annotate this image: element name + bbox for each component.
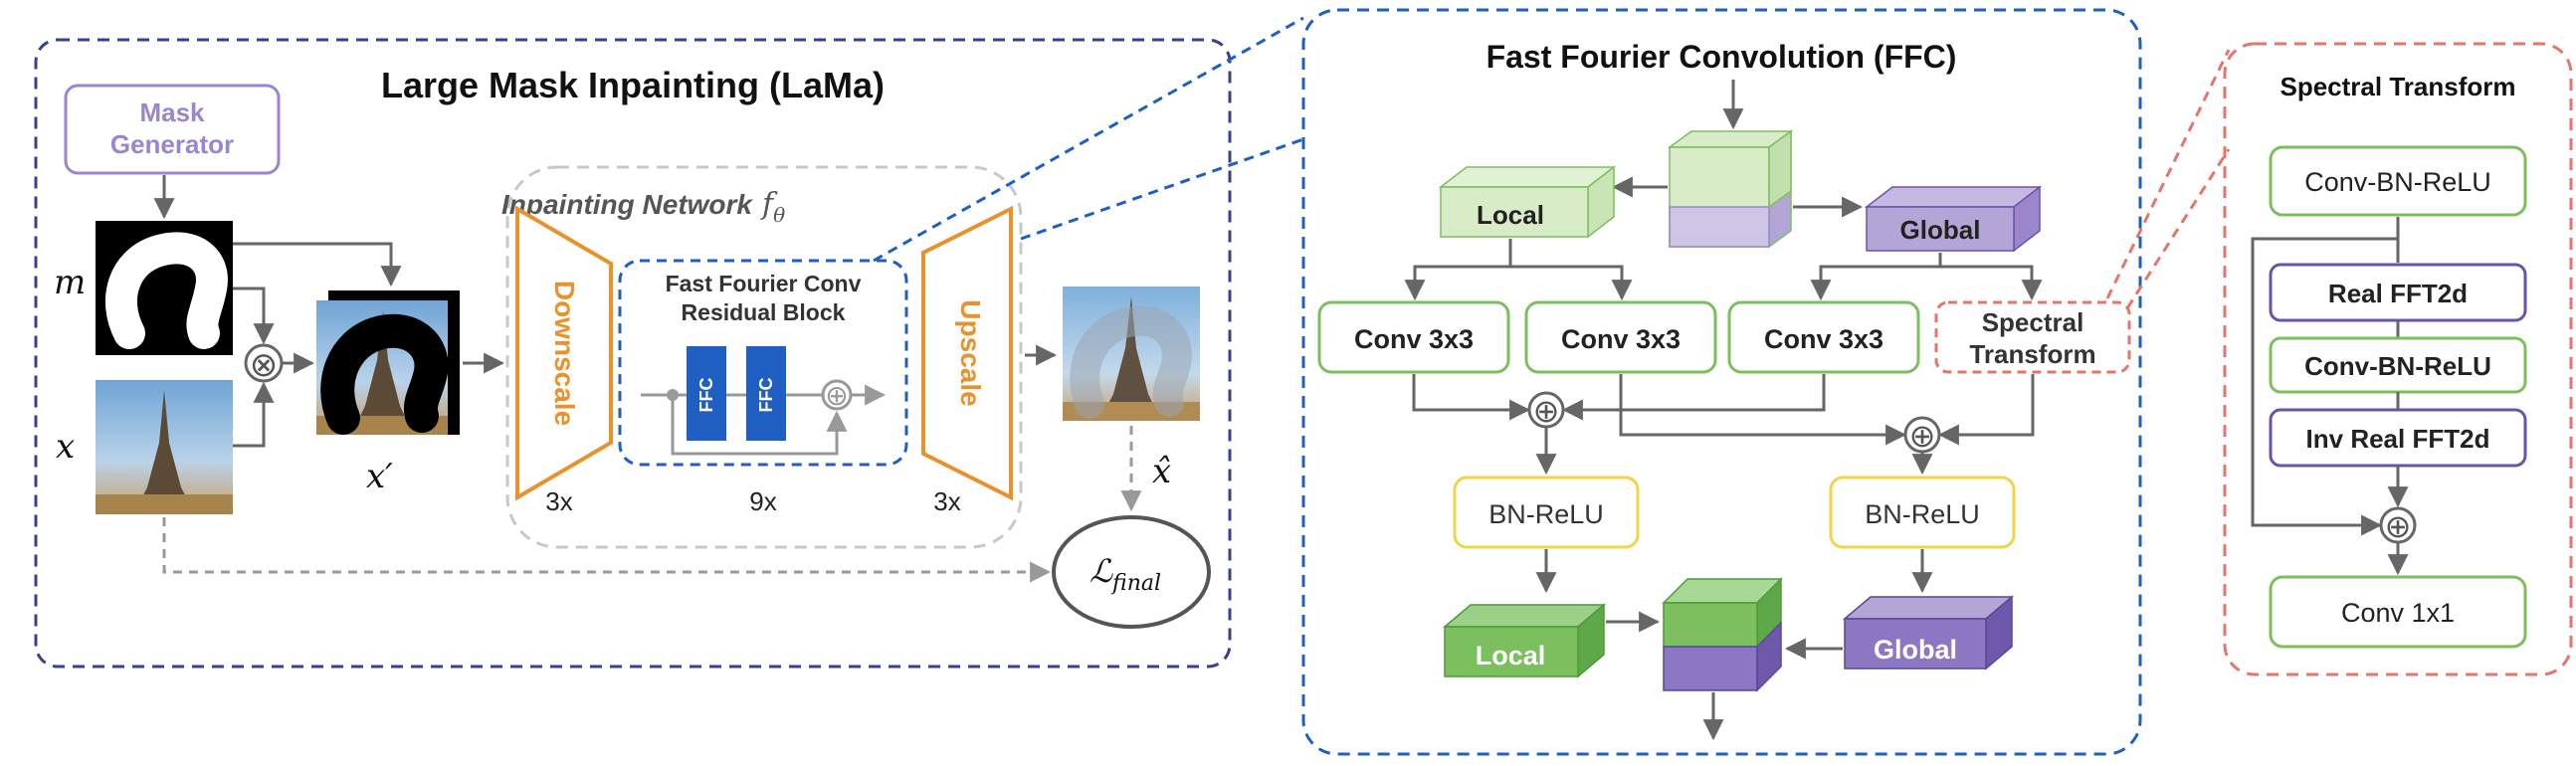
spectral-to-add-global — [1937, 374, 2035, 446]
resblock-add-symbol: ⊕ — [825, 380, 848, 411]
downscale-trapezoid — [515, 205, 613, 501]
inpainting-network-title: Inpainting Network — [501, 189, 753, 220]
ffc-panel: Fast Fourier Convolution (FFC) Local Glo… — [1301, 8, 2231, 756]
bn-relu-global-box — [1829, 476, 2016, 549]
upscale-count: 3x — [933, 486, 960, 516]
conv-box-3-label: Conv 3x3 — [1764, 324, 1883, 354]
spectral-transform-box — [1934, 300, 2131, 374]
conv-box-2-label: Conv 3x3 — [1561, 324, 1681, 354]
resblock-title-line2: Residual Block — [682, 299, 846, 325]
out-local-label: Local — [1476, 641, 1546, 670]
arrow-input-to-loss — [162, 517, 1052, 583]
output-x-hat-label: x̂ — [1152, 452, 1171, 491]
add-node-local — [1527, 391, 1565, 429]
masked-image — [316, 300, 449, 435]
local-label: Local — [1477, 200, 1544, 230]
spectral-add-symbol: ⊕ — [2385, 508, 2412, 544]
lama-panel: Large Mask Inpainting (LaMa) Mask Genera… — [34, 16, 1304, 669]
loss-node — [1052, 515, 1211, 629]
arrow-mask-to-multiply — [233, 287, 275, 345]
zoom-line-spectral-bottom — [2125, 148, 2231, 309]
local-split-lines — [1413, 265, 1624, 298]
conv-box-1-label: Conv 3x3 — [1354, 324, 1474, 354]
global-split-lines — [1819, 265, 2034, 298]
conv2-to-add-global — [1619, 374, 1907, 446]
add-node-global — [1903, 416, 1941, 454]
output-image — [1063, 287, 1200, 421]
ffc-title: Fast Fourier Convolution (FFC) — [1486, 39, 1957, 75]
global-label: Global — [1900, 215, 1981, 245]
zoom-line-resblock-bottom — [1020, 137, 1304, 241]
mask-stroke-shape — [105, 232, 228, 349]
downscale-count: 3x — [545, 486, 572, 516]
conv-box-1 — [1317, 300, 1510, 374]
conv1-to-add-local — [1412, 374, 1531, 421]
arrow-image-to-multiply — [233, 381, 275, 448]
upscale-trapezoid — [921, 205, 1013, 501]
resblock-skip-line — [671, 395, 848, 456]
spectral-skip-line — [2251, 237, 2398, 536]
arrow-mask-to-masked — [233, 242, 402, 287]
mask-generator-label-line1: Mask — [139, 97, 205, 127]
conv3-to-add-local — [1561, 374, 1826, 421]
inpainting-network-border — [505, 165, 1023, 549]
conv-1x1-box — [2269, 575, 2527, 649]
zoom-line-resblock-top — [873, 16, 1304, 263]
bn-relu-local-label: BN-ReLU — [1488, 499, 1604, 529]
ffc-output-tensor — [1662, 577, 1783, 692]
ffc-panel-border — [1301, 8, 2142, 756]
conv-bn-relu-box — [2269, 145, 2527, 217]
spectral-transform-label-line2: Transform — [1969, 339, 2095, 369]
add-node-global-symbol: ⊕ — [1909, 418, 1936, 454]
ffc-box-1 — [687, 346, 726, 441]
spectral-panel-border — [2223, 42, 2573, 676]
ffc-input-tensor — [1667, 129, 1794, 249]
mask-generator-box — [64, 84, 281, 175]
conv-1x1-label: Conv 1x1 — [2341, 598, 2455, 628]
real-fft-label: Real FFT2d — [2328, 279, 2468, 308]
resblock-title-line1: Fast Fourier Conv — [666, 271, 862, 296]
bn-relu-local-box — [1453, 476, 1640, 549]
input-image — [96, 380, 233, 514]
multiply-node — [244, 343, 284, 383]
add-node-local-symbol: ⊕ — [1533, 393, 1560, 429]
zoom-line-spectral-top — [2105, 49, 2231, 299]
spectral-add-node — [2379, 506, 2417, 544]
conv-bn-relu-label: Conv-BN-ReLU — [2304, 167, 2491, 197]
global-tensor — [1864, 185, 2043, 253]
ffc-box-1-label: FFC — [696, 378, 716, 413]
out-global-label: Global — [1874, 635, 1957, 665]
ffc-residual-block-border — [618, 259, 908, 467]
conv-box-3 — [1727, 300, 1920, 374]
inv-real-fft-label: Inv Real FFT2d — [2306, 424, 2490, 454]
out-global-tensor — [1842, 595, 2015, 670]
lama-title: Large Mask Inpainting (LaMa) — [381, 65, 885, 105]
spectral-transform-label-line1: Spectral — [1982, 307, 2084, 337]
mask-generator-label-line2: Generator — [110, 129, 234, 159]
local-tensor — [1438, 165, 1617, 239]
inpainting-network-symbol: fθ — [760, 187, 785, 227]
downscale-label: Downscale — [549, 281, 580, 426]
ffc-box-2 — [746, 346, 786, 441]
upscale-label: Upscale — [955, 299, 986, 406]
input-x-label: x — [56, 427, 75, 467]
multiply-symbol: ⊗ — [250, 346, 279, 384]
spectral-title: Spectral Transform — [2280, 72, 2516, 101]
loss-label: ℒfinal — [1090, 552, 1161, 596]
bn-relu-global-label: BN-ReLU — [1865, 499, 1980, 529]
out-local-tensor — [1442, 603, 1607, 678]
ffc-box-2-label: FFC — [756, 378, 776, 413]
conv-box-2 — [1524, 300, 1717, 374]
conv-bn-relu-2-label: Conv-BN-ReLU — [2304, 351, 2491, 381]
mask-m-label: m — [54, 263, 86, 302]
resblock-count: 9x — [749, 486, 776, 516]
lama-panel-border — [34, 38, 1232, 669]
spectral-panel: Spectral Transform Conv-BN-ReLU Real FFT… — [2223, 42, 2573, 676]
masked-x-prime-label: x′ — [366, 457, 393, 496]
